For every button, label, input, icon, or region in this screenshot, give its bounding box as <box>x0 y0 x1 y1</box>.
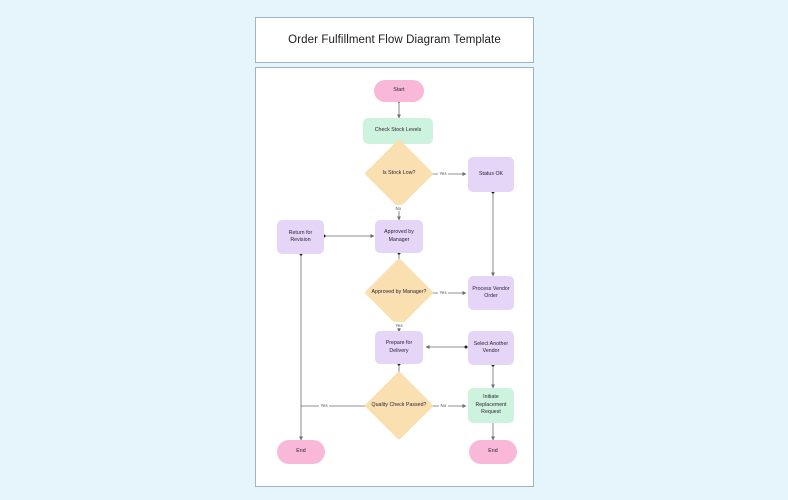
node-label: Approved by Manager? <box>371 289 427 296</box>
node-approved-by-manager[interactable]: Approved by Manager <box>375 220 423 253</box>
node-select-another-vendor[interactable]: Select Another Vendor <box>468 331 514 365</box>
node-end-left[interactable]: End <box>277 440 325 464</box>
node-end-right[interactable]: End <box>469 440 517 464</box>
node-label: End <box>488 448 498 455</box>
diagram-title-panel: Order Fulfillment Flow Diagram Template <box>255 17 534 63</box>
node-label: Prepare for Delivery <box>385 340 413 354</box>
node-label: Quality Check Passed? <box>371 402 427 409</box>
node-quality-check-passed[interactable]: Quality Check Passed? <box>364 371 434 441</box>
node-label: Return for Revision <box>288 229 313 243</box>
edge-label-quality-no: No <box>439 402 448 408</box>
node-label: Initiate Replacement Request <box>475 394 507 416</box>
node-process-vendor-order[interactable]: Process Vendor Order <box>468 276 514 310</box>
node-start[interactable]: Start <box>374 80 424 102</box>
node-prepare-for-delivery[interactable]: Prepare for Delivery <box>375 331 423 364</box>
node-return-for-revision[interactable]: Return for Revision <box>277 220 324 254</box>
node-label: Is Stock Low? <box>382 170 416 177</box>
node-approved-by-manager-decision[interactable]: Approved by Manager? <box>364 258 434 328</box>
node-label: Process Vendor Order <box>472 285 510 299</box>
node-initiate-replacement-request[interactable]: Initiate Replacement Request <box>468 388 514 423</box>
node-label: End <box>296 448 306 455</box>
node-label: Approved by Manager <box>384 229 414 243</box>
edge-label-approved-yes-down: Yes <box>394 322 405 328</box>
page-title: Order Fulfillment Flow Diagram Template <box>288 34 501 46</box>
edge-label-stock-low-yes: Yes <box>438 170 449 176</box>
edge-label-quality-yes: Yes <box>319 402 330 408</box>
node-label: Select Another Vendor <box>473 340 509 354</box>
node-label: Start <box>393 87 405 94</box>
node-is-stock-low[interactable]: Is Stock Low? <box>364 139 434 209</box>
node-status-ok[interactable]: Status OK <box>468 157 514 192</box>
edge-label-stock-low-no: No <box>394 205 403 211</box>
node-label: Check Stock Levels <box>374 127 422 134</box>
edge-label-approved-yes-right: Yes <box>438 289 449 295</box>
node-label: Status OK <box>478 170 504 177</box>
flowchart-layer: Start Check Stock Levels Is Stock Low? S… <box>256 68 533 486</box>
diagram-canvas[interactable]: Start Check Stock Levels Is Stock Low? S… <box>255 67 534 487</box>
